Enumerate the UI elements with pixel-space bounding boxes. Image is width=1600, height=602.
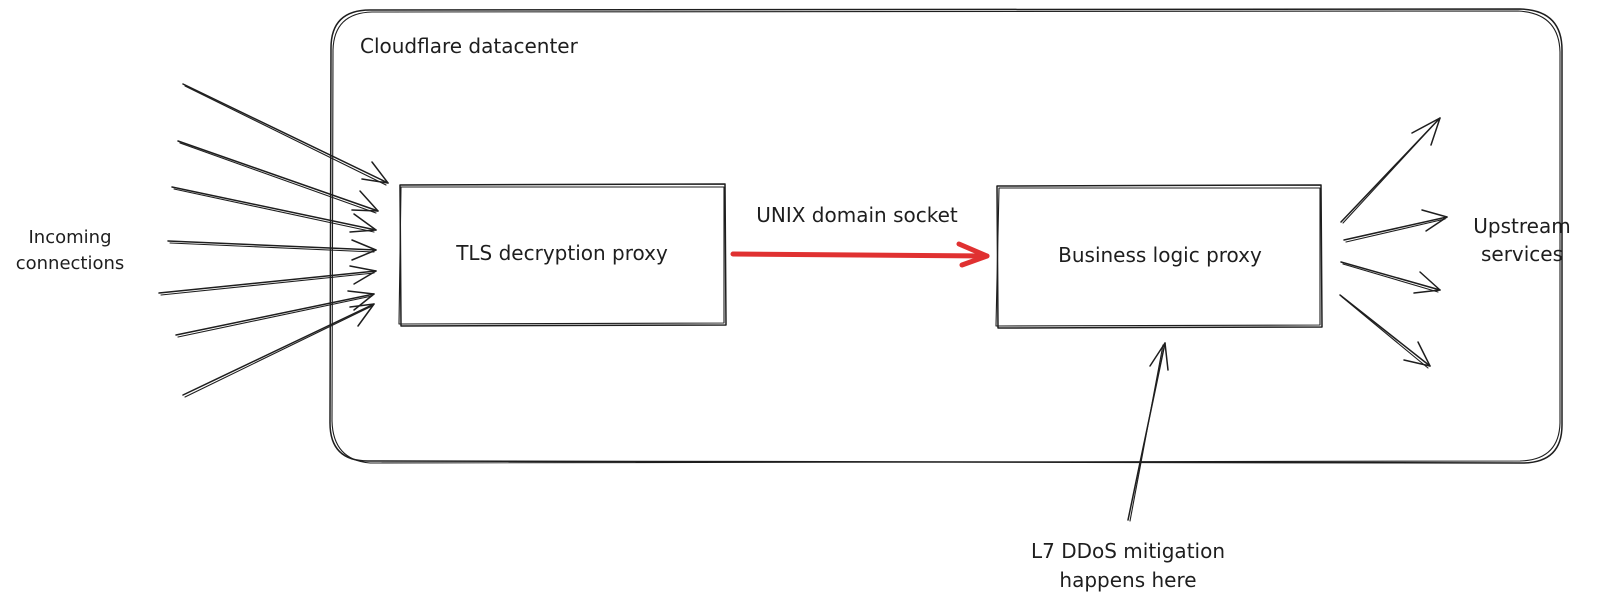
upstream-arrow [1340,117,1441,224]
incoming-arrow [175,290,375,338]
incoming-arrow [158,265,377,296]
tls-decryption-proxy-box: TLS decryption proxy [398,183,727,327]
tls-proxy-label: TLS decryption proxy [455,241,668,265]
upstream-arrows [1339,117,1448,369]
upstream-label-line1: Upstream [1473,214,1570,238]
upstream-services-label: Upstream services [1473,214,1570,266]
incoming-arrow [167,239,377,261]
upstream-arrow [1339,294,1431,369]
ddos-mitigation-label: L7 DDoS mitigation happens here [1031,539,1225,592]
upstream-label-line2: services [1481,242,1563,266]
upstream-arrow [1340,261,1441,294]
datacenter-boundary [329,8,1563,464]
ddos-label-line1: L7 DDoS mitigation [1031,539,1225,563]
incoming-label-line1: Incoming [29,227,112,248]
incoming-label-line2: connections [16,253,125,274]
incoming-connections-label: Incoming connections [16,227,125,274]
ddos-mitigation-arrow [1127,342,1169,522]
incoming-arrows [158,83,389,398]
incoming-arrow [177,140,379,214]
ddos-label-line2: happens here [1059,568,1196,592]
incoming-arrow [182,83,389,186]
unix-socket-arrow [730,241,990,268]
upstream-arrow [1343,209,1448,243]
business-proxy-label: Business logic proxy [1058,243,1262,267]
datacenter-label: Cloudflare datacenter [360,34,579,58]
incoming-arrow [182,303,375,398]
business-logic-proxy-box: Business logic proxy [995,184,1323,329]
unix-socket-label: UNIX domain socket [756,203,958,227]
incoming-arrow [171,186,377,233]
